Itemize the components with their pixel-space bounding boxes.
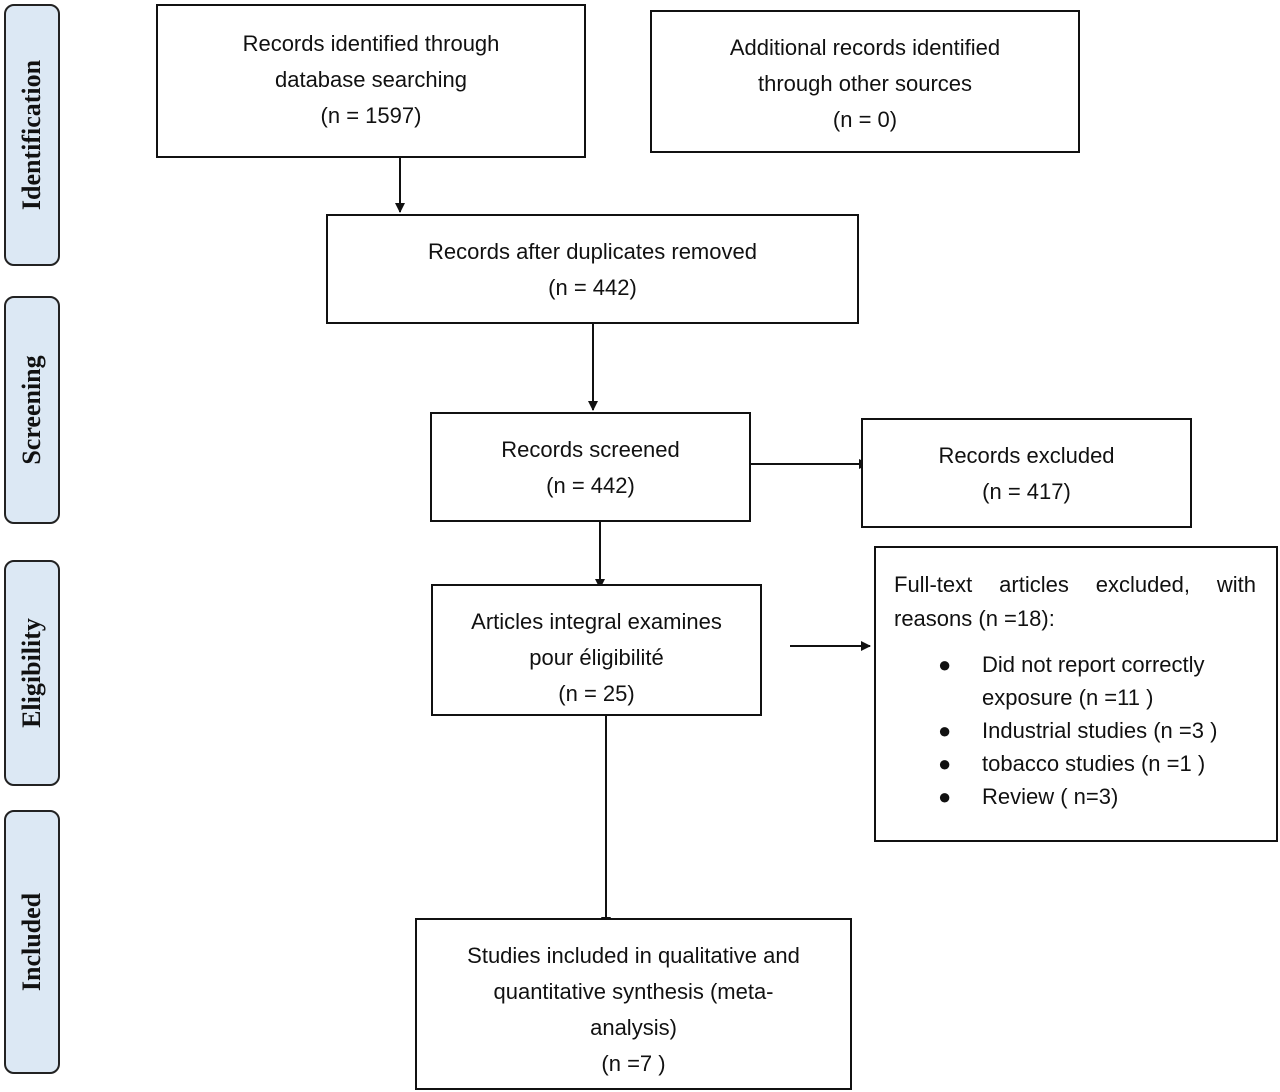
records-identified-line-1: Records identified through (242, 31, 500, 56)
bullet-icon: ● (938, 652, 952, 677)
records-screened-label: Records screened (501, 437, 680, 462)
additional-records-count: (n = 0) (832, 107, 898, 132)
exclusion-reason-item: ● Did not report correctly exposure (n =… (894, 648, 1256, 714)
exclusion-reason-text: Did not report correctly exposure (n =11… (982, 652, 1205, 710)
duplicates-removed-label: Records after duplicates removed (428, 239, 757, 264)
additional-records-line-2: through other sources (757, 71, 973, 96)
exclusion-reason-item: ● Review ( n=3) (894, 780, 1256, 813)
additional-records-box: Additional records identified through ot… (650, 10, 1080, 153)
records-excluded-label: Records excluded (938, 443, 1115, 468)
bullet-icon: ● (938, 751, 952, 776)
exclusion-reasons-list: ● Did not report correctly exposure (n =… (894, 648, 1256, 813)
studies-included-count: (n =7 ) (601, 1051, 666, 1076)
stage-included: Included (4, 810, 60, 1074)
exclusion-reason-item: ● tobacco studies (n =1 ) (894, 747, 1256, 780)
bullet-icon: ● (938, 784, 952, 809)
stage-screening: Screening (4, 296, 60, 524)
studies-included-line-3: analysis) (590, 1015, 677, 1040)
exclusion-reason-text: Review ( n=3) (982, 784, 1119, 809)
studies-included-line-2: quantitative synthesis (meta- (493, 979, 774, 1004)
records-identified-line-2: database searching (274, 67, 468, 92)
records-excluded-count: (n = 417) (982, 479, 1071, 504)
duplicates-removed-box: Records after duplicates removed (n = 44… (326, 214, 859, 324)
stage-eligibility: Eligibility (4, 560, 60, 786)
records-screened-box: Records screened (n = 442) (430, 412, 751, 522)
exclusion-reason-text: tobacco studies (n =1 ) (982, 751, 1206, 776)
bullet-icon: ● (938, 718, 952, 743)
eligibility-line-2: pour éligibilité (529, 645, 664, 670)
eligibility-line-1: Articles integral examines (471, 609, 722, 634)
records-identified-count: (n = 1597) (320, 103, 422, 128)
exclusion-reason-text: Industrial studies (n =3 ) (982, 718, 1218, 743)
fulltext-excluded-intro: Full-text articles excluded, with reason… (894, 572, 1256, 631)
studies-included-line-1: Studies included in qualitative and (467, 943, 800, 968)
additional-records-line-1: Additional records identified (729, 35, 1001, 60)
records-screened-count: (n = 442) (546, 473, 635, 498)
fulltext-excluded-box: Full-text articles excluded, with reason… (874, 546, 1278, 842)
stage-identification: Identification (4, 4, 60, 266)
records-excluded-box: Records excluded (n = 417) (861, 418, 1192, 528)
studies-included-box: Studies included in qualitative and quan… (415, 918, 852, 1090)
records-identified-box: Records identified through database sear… (156, 4, 586, 158)
exclusion-reason-item: ● Industrial studies (n =3 ) (894, 714, 1256, 747)
eligibility-count: (n = 25) (558, 681, 635, 706)
eligibility-box: Articles integral examines pour éligibil… (431, 584, 762, 716)
duplicates-removed-count: (n = 442) (548, 275, 637, 300)
